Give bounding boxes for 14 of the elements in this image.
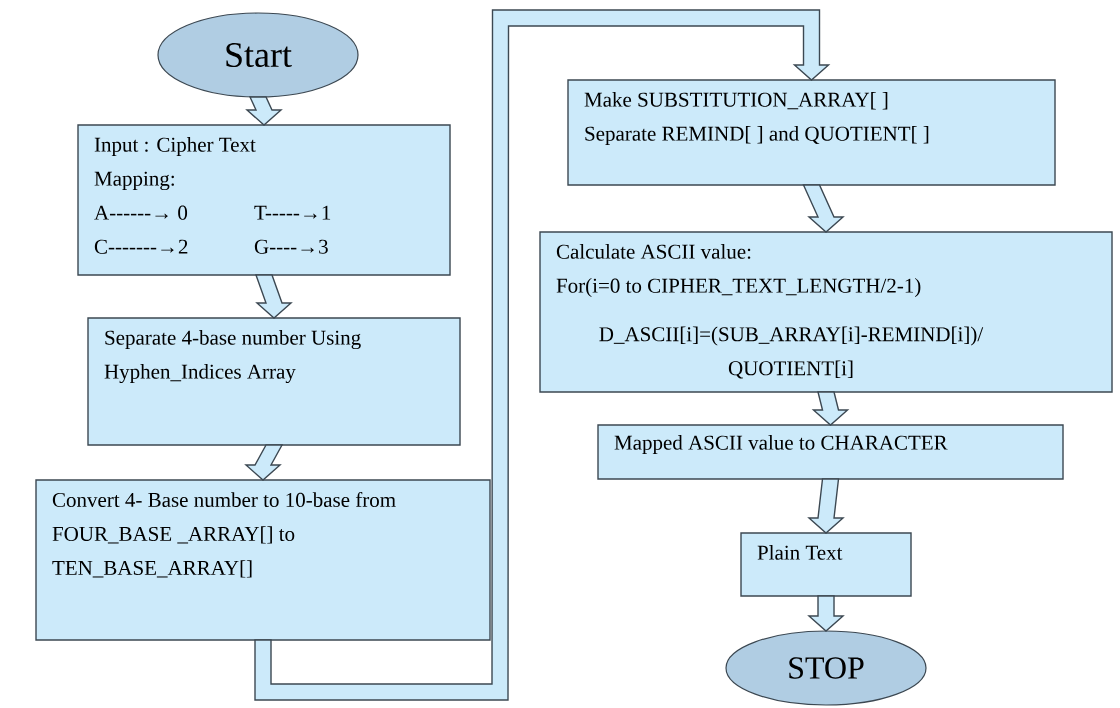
block-arrow (811, 391, 850, 426)
block-arrow (255, 274, 293, 319)
process-box: Convert 4- Base number to 10-base from FOUR_BASE _ARRAY[] to TEN_BASE_ARRAY[] (35, 479, 491, 641)
process-box: Make SUBSTITUTION_ARRAY[ ] Separate REMIND[ ] and QUOTIENT[ ] (567, 79, 1056, 186)
block-arrow (807, 478, 845, 534)
block-arrow (254, 9, 831, 701)
process-box: Separate 4-base number Using Hyphen_Indices Array (87, 317, 461, 446)
block-arrow (245, 96, 283, 126)
process-box: Plain Text (740, 532, 912, 597)
block-arrow (802, 184, 845, 233)
block-arrow (807, 595, 845, 632)
process-box: Mapped ASCII value to CHARACTER (597, 424, 1064, 480)
process-box: Input : Cipher Text Mapping: A------→ 0 T-----→1 C-------→2 G----→3 (77, 124, 451, 276)
process-box: Calculate ASCII value: For(i=0 to CIPHER_TEXT_LENGTH/2-1) D_ASCII[i]=(SUB_ARRAY[i]-REMIND[i])/ QUOTIENT[i] (539, 231, 1113, 393)
